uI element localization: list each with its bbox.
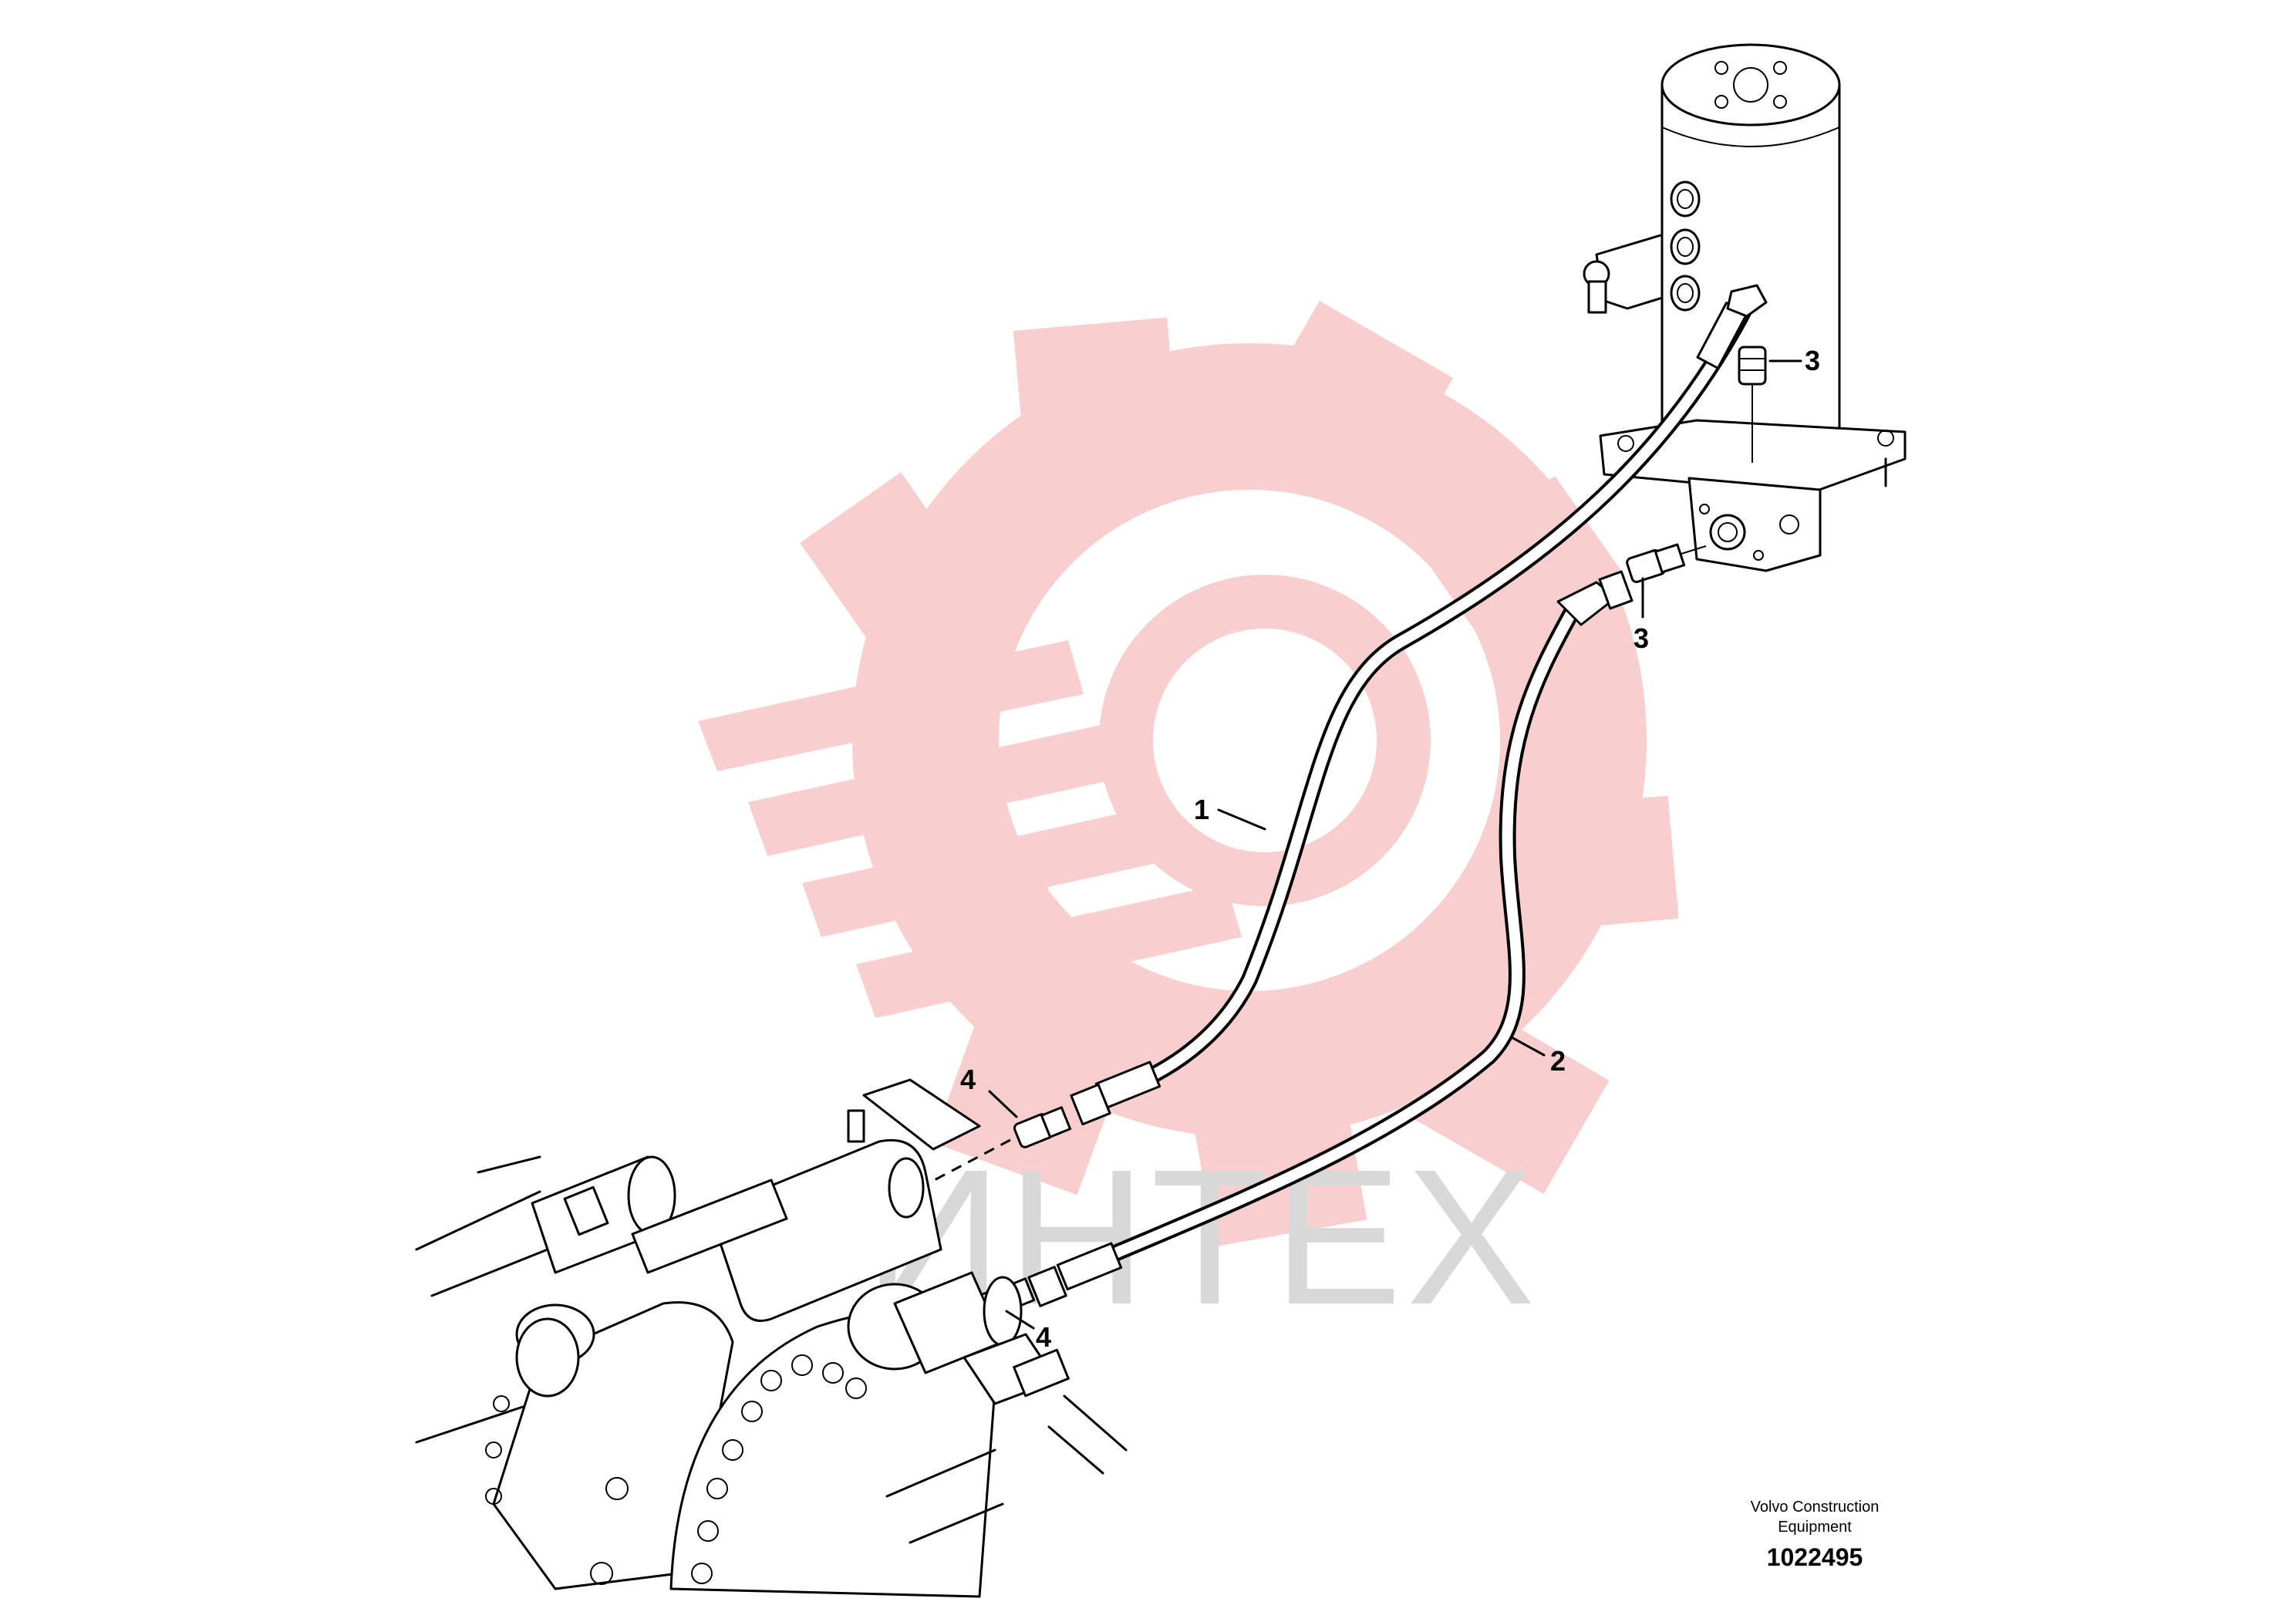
hose-2 (1027, 570, 1633, 1307)
callout-4-left: 4 (960, 1064, 1018, 1118)
fitting-middle (1626, 543, 1707, 583)
svg-text:2: 2 (1550, 1045, 1566, 1077)
fitting-left (1013, 1106, 1072, 1148)
callout-2: 2 (1510, 1036, 1566, 1077)
fitting-upper (1738, 346, 1767, 463)
svg-text:1: 1 (1194, 794, 1209, 825)
callout-3-upper: 3 (1768, 345, 1820, 376)
drawing-number: 1022495 (1767, 1543, 1863, 1571)
footer-company-line1: Volvo Construction (1751, 1499, 1880, 1516)
svg-text:3: 3 (1805, 345, 1820, 376)
footer-block: Volvo Construction Equipment 1022495 (1751, 1499, 1880, 1571)
footer-company-line2: Equipment (1778, 1519, 1852, 1536)
hose-1 (1070, 284, 1768, 1126)
callout-3-middle: 3 (1633, 577, 1649, 654)
svg-text:3: 3 (1633, 622, 1649, 654)
watermark-gear-logo (698, 301, 1679, 1247)
axle-assembly (415, 1078, 1128, 1598)
callout-4-lower: 4 (1005, 1310, 1051, 1353)
callout-1: 1 (1194, 794, 1266, 831)
svg-text:4: 4 (1036, 1321, 1051, 1353)
svg-text:4: 4 (960, 1064, 976, 1095)
